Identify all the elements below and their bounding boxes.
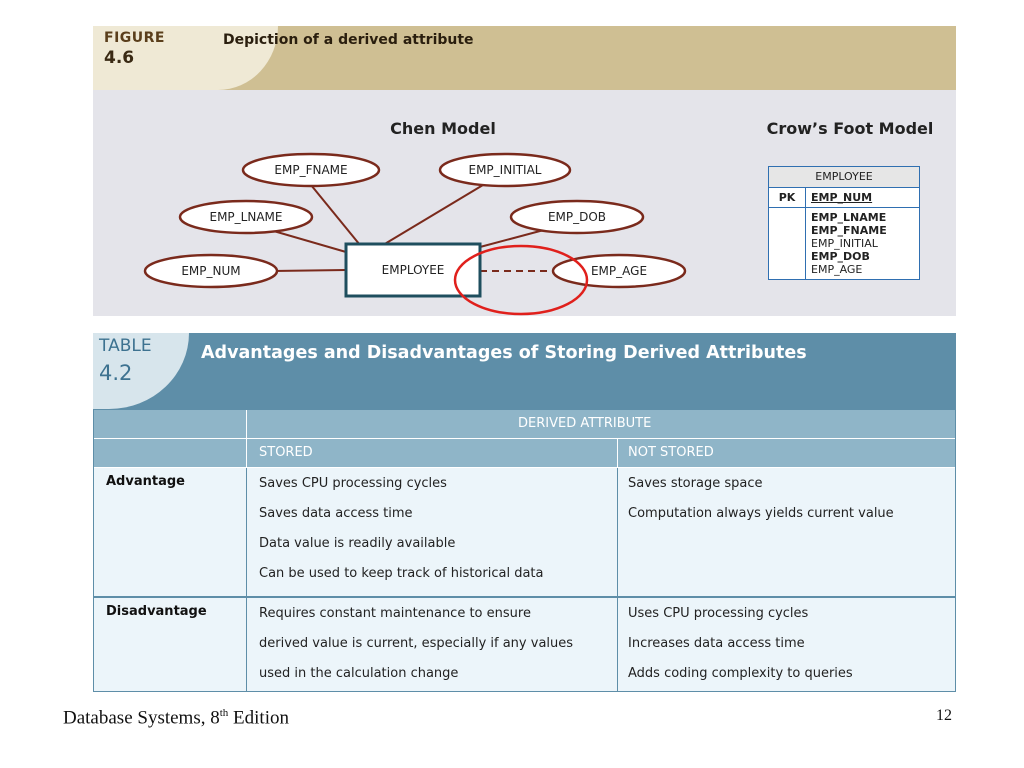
ellipse-emp-dob — [509, 199, 645, 235]
cell-line: Saves data access time — [259, 506, 413, 521]
cell-line: Saves storage space — [628, 476, 763, 491]
cf-attr-lname: EMP_LNAME — [811, 211, 887, 224]
crows-foot-attr-row: EMP_LNAME EMP_FNAME EMP_INITIAL EMP_DOB … — [769, 208, 919, 279]
line-initial — [382, 184, 484, 246]
cell-line: Computation always yields current value — [628, 506, 894, 521]
cell-line: Data value is readily available — [259, 536, 456, 551]
footer-book: Database Systems, 8 — [63, 707, 220, 729]
cell-line: Adds coding complexity to queries — [628, 666, 853, 681]
cell-line: Saves CPU processing cycles — [259, 476, 447, 491]
header-divider — [246, 439, 247, 467]
figure-header: FIGURE 4.6 Depiction of a derived attrib… — [93, 26, 956, 90]
table-tab: TABLE 4.2 — [93, 333, 189, 409]
crows-foot-entity-name: EMPLOYEE — [769, 167, 919, 188]
row-label-disadvantage: Disadvantage — [106, 604, 207, 619]
row-separator — [94, 596, 955, 598]
header-divider — [246, 410, 247, 438]
cf-attr-initial: EMP_INITIAL — [811, 237, 878, 250]
figure-number: 4.6 — [104, 48, 135, 68]
ellipse-emp-initial — [438, 152, 572, 188]
footer-superscript: th — [219, 707, 229, 719]
attr-key-empty — [769, 208, 806, 279]
figure-body: Chen Model Crow’s Foot Model EMPLOYEE EM… — [93, 90, 956, 316]
cell-line: Uses CPU processing cycles — [628, 606, 809, 621]
crows-foot-attr-list: EMP_LNAME EMP_FNAME EMP_INITIAL EMP_DOB … — [806, 208, 919, 279]
disadvantage-not-stored-cell: Uses CPU processing cycles Increases dat… — [628, 603, 853, 693]
table-number: 4.2 — [99, 361, 133, 385]
attribute-ellipses — [143, 152, 687, 289]
attr-emp-fname: EMP_FNAME — [274, 163, 347, 177]
cf-attr-fname: EMP_FNAME — [811, 224, 887, 237]
column-header-stored: STORED — [259, 445, 313, 460]
attr-emp-num: EMP_NUM — [181, 264, 240, 278]
pk-label: PK — [769, 188, 806, 207]
crows-foot-title: Crow’s Foot Model — [767, 119, 934, 138]
column-header-not-stored: NOT STORED — [628, 445, 714, 460]
highlight-circle — [453, 244, 589, 316]
entity-label: EMPLOYEE — [382, 263, 445, 277]
table-label: TABLE — [99, 336, 152, 356]
column-header-row: STORED NOT STORED — [94, 439, 955, 467]
table-caption: Advantages and Disadvantages of Storing … — [201, 343, 807, 363]
cell-line: used in the calculation change — [259, 666, 459, 681]
cell-line: Requires constant maintenance to ensure — [259, 606, 531, 621]
cf-attr-age: EMP_AGE — [811, 263, 863, 276]
cell-line: Can be used to keep track of historical … — [259, 566, 544, 581]
table-row: Advantage Saves CPU processing cycles Sa… — [94, 468, 955, 596]
table-header: TABLE 4.2 Advantages and Disadvantages o… — [93, 333, 956, 409]
crows-foot-pk-row: PK EMP_NUM — [769, 188, 919, 208]
advantage-not-stored-cell: Saves storage space Computation always y… — [628, 473, 894, 533]
line-fname — [310, 184, 361, 246]
attr-emp-initial: EMP_INITIAL — [469, 163, 542, 177]
figure-caption: Depiction of a derived attribute — [223, 32, 474, 48]
group-header: DERIVED ATTRIBUTE — [518, 416, 652, 431]
attr-emp-age: EMP_AGE — [591, 264, 647, 278]
page-number: 12 — [936, 707, 952, 724]
figure-tab: FIGURE 4.6 — [93, 26, 278, 90]
advantage-stored-cell: Saves CPU processing cycles Saves data a… — [259, 473, 543, 593]
chen-diagram: Chen Model Crow’s Foot Model EMPLOYEE EM… — [143, 119, 934, 316]
chen-title: Chen Model — [390, 119, 496, 138]
header-divider — [617, 439, 618, 467]
cell-line: Increases data access time — [628, 636, 805, 651]
ellipse-emp-fname — [241, 152, 381, 188]
derived-attribute-table: DERIVED ATTRIBUTE STORED NOT STORED Adva… — [93, 409, 956, 692]
footer-edition: Edition — [228, 707, 289, 729]
line-num — [272, 269, 347, 272]
ellipse-emp-num — [143, 253, 279, 289]
footer-book-title: Database Systems, 8th Edition — [63, 707, 289, 729]
pk-attribute: EMP_NUM — [811, 191, 873, 204]
column-divider — [246, 598, 247, 691]
cf-attr-dob: EMP_DOB — [811, 250, 870, 263]
column-divider — [617, 598, 618, 691]
group-header-row: DERIVED ATTRIBUTE — [94, 410, 955, 438]
attr-emp-dob: EMP_DOB — [548, 210, 606, 224]
figure-label: FIGURE — [104, 30, 165, 46]
column-divider — [617, 468, 618, 596]
attr-emp-lname: EMP_LNAME — [210, 210, 283, 224]
ellipse-emp-lname — [178, 199, 314, 235]
column-divider — [246, 468, 247, 596]
cell-line: derived value is current, especially if … — [259, 636, 574, 651]
table-row: Disadvantage Requires constant maintenan… — [94, 598, 955, 691]
disadvantage-stored-cell: Requires constant maintenance to ensure … — [259, 603, 573, 693]
crows-foot-entity: EMPLOYEE PK EMP_NUM EMP_LNAME EMP_FNAME … — [768, 166, 920, 280]
row-label-advantage: Advantage — [106, 474, 185, 489]
